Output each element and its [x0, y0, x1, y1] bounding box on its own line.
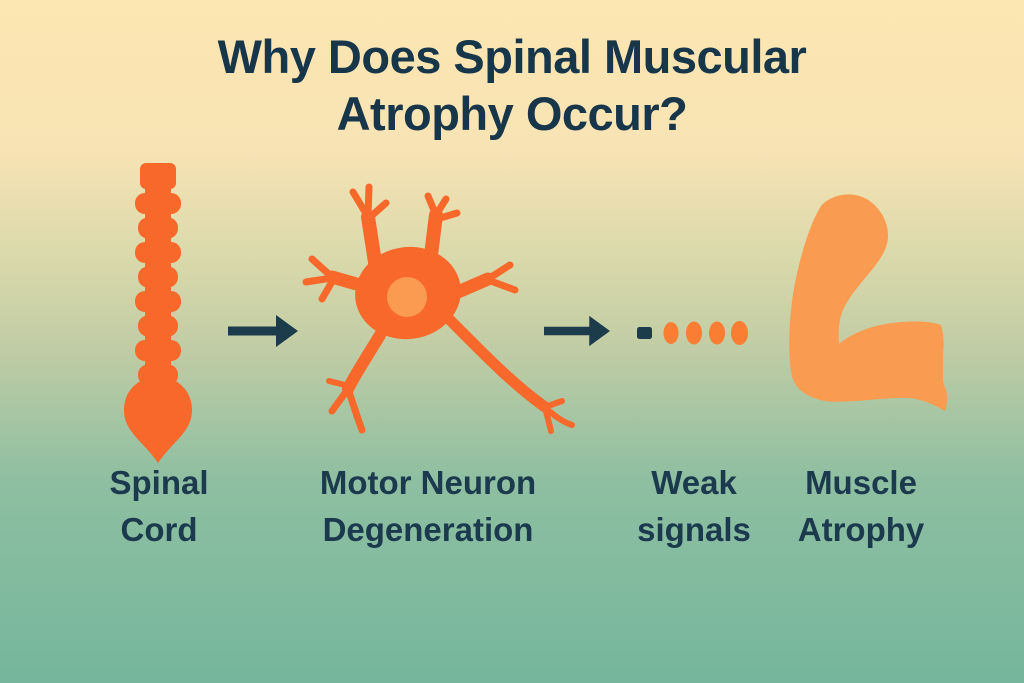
label-line: Spinal	[109, 464, 209, 501]
label-line: signals	[637, 511, 751, 548]
label-muscle-atrophy: Muscle Atrophy	[798, 459, 925, 553]
page-title: Why Does Spinal Muscular Atrophy Occur?	[0, 28, 1024, 142]
label-line: Motor Neuron	[319, 464, 537, 501]
label-line: Cord	[120, 511, 198, 548]
label-line: Muscle	[805, 464, 917, 501]
label-line: Degeneration	[322, 511, 534, 548]
spinal-cord-icon	[124, 163, 192, 463]
neuron-nucleus	[387, 277, 427, 317]
muscle-arm-icon	[789, 194, 948, 411]
page-title-line-1: Why Does Spinal Muscular	[217, 30, 807, 83]
label-motor-neuron-degeneration: Motor Neuron Degeneration	[320, 459, 536, 553]
motor-neuron-icon	[302, 183, 575, 434]
signal-dash	[637, 327, 652, 339]
page-title-line-2: Atrophy Occur?	[336, 87, 688, 140]
weak-signal-icon	[637, 321, 748, 345]
arrow-right-icon	[544, 315, 610, 347]
label-weak-signals: Weak signals	[637, 459, 751, 553]
label-line: Atrophy	[797, 511, 925, 548]
label-spinal-cord: Spinal Cord	[109, 459, 208, 553]
label-line: Weak	[651, 464, 737, 501]
arrow-right-icon	[228, 315, 298, 347]
